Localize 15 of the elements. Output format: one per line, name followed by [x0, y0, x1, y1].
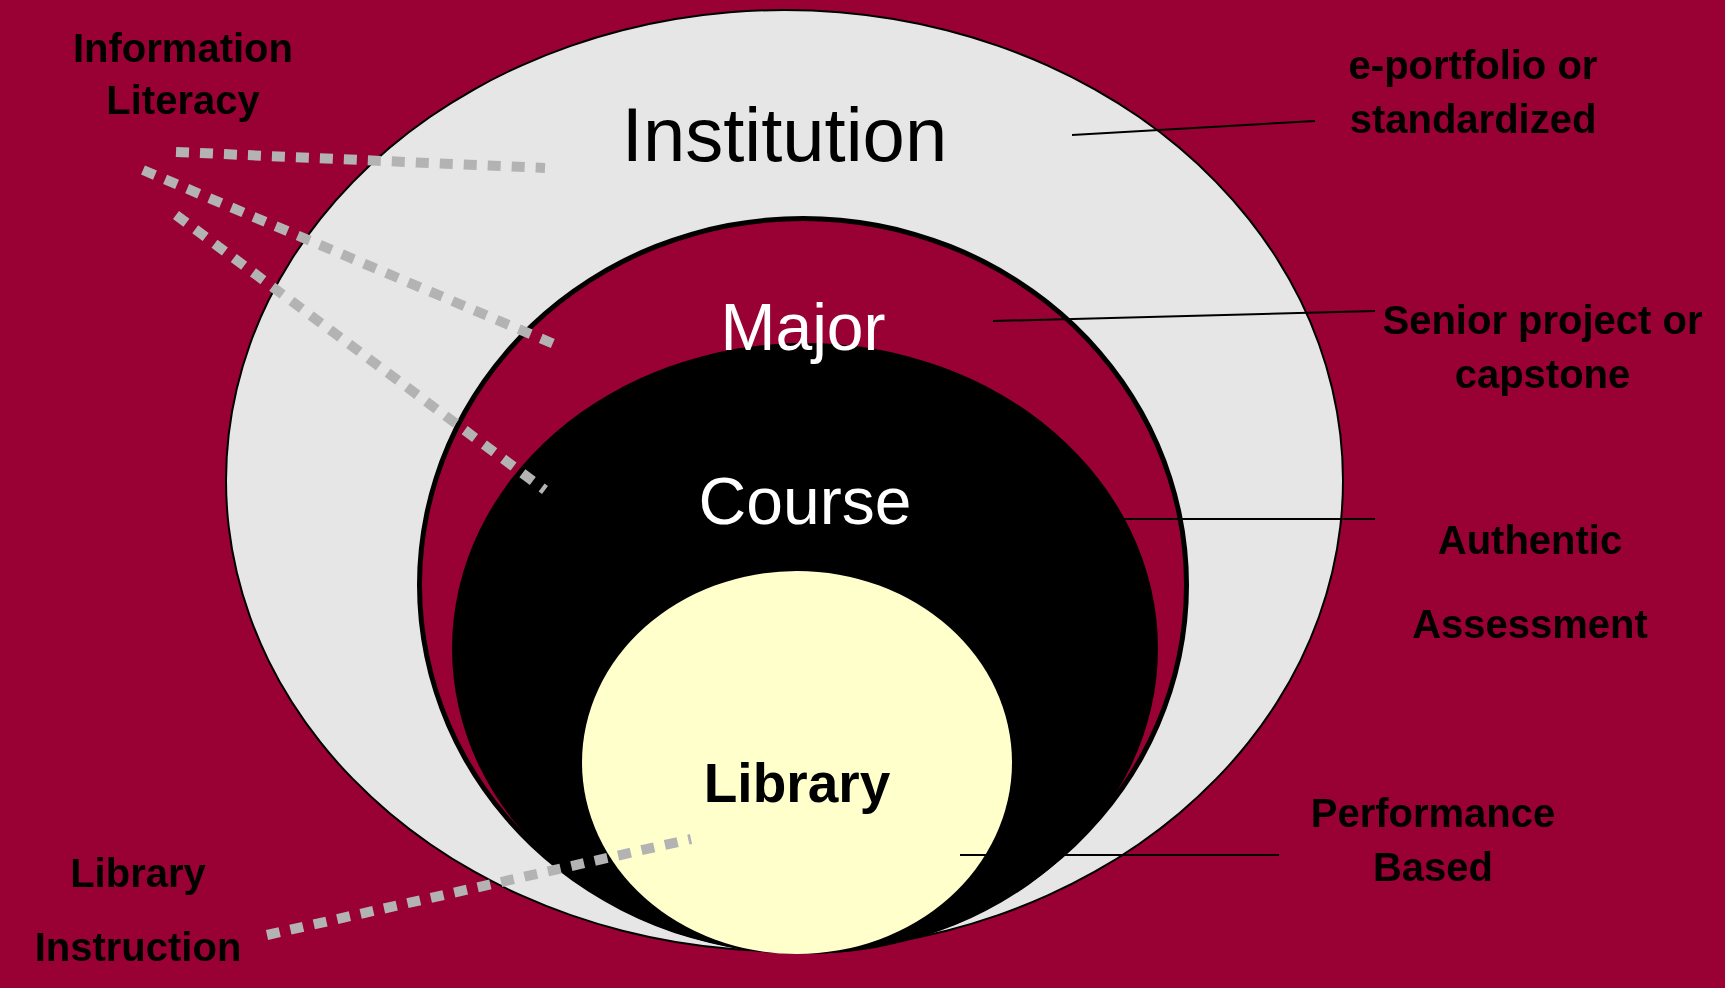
annotation-text: Performance Based: [1273, 786, 1593, 894]
region-label: Major: [719, 289, 887, 365]
leader-line: [959, 854, 1280, 856]
annotation-text: Library Instruction: [3, 836, 273, 984]
annotation-text: e-portfolio or standardized: [1303, 38, 1643, 146]
leader-line: [265, 834, 693, 940]
region-label: Library: [702, 751, 892, 815]
leader-line: [175, 147, 546, 173]
region-label: Course: [697, 463, 913, 539]
leader-line: [992, 310, 1376, 322]
annotation-text: Information Literacy: [33, 22, 333, 126]
annotation-text: Authentic Assessment: [1380, 498, 1680, 666]
leader-line: [1071, 120, 1316, 136]
annotation-text: Senior project or capstone: [1375, 293, 1710, 401]
leader-line: [173, 211, 548, 494]
